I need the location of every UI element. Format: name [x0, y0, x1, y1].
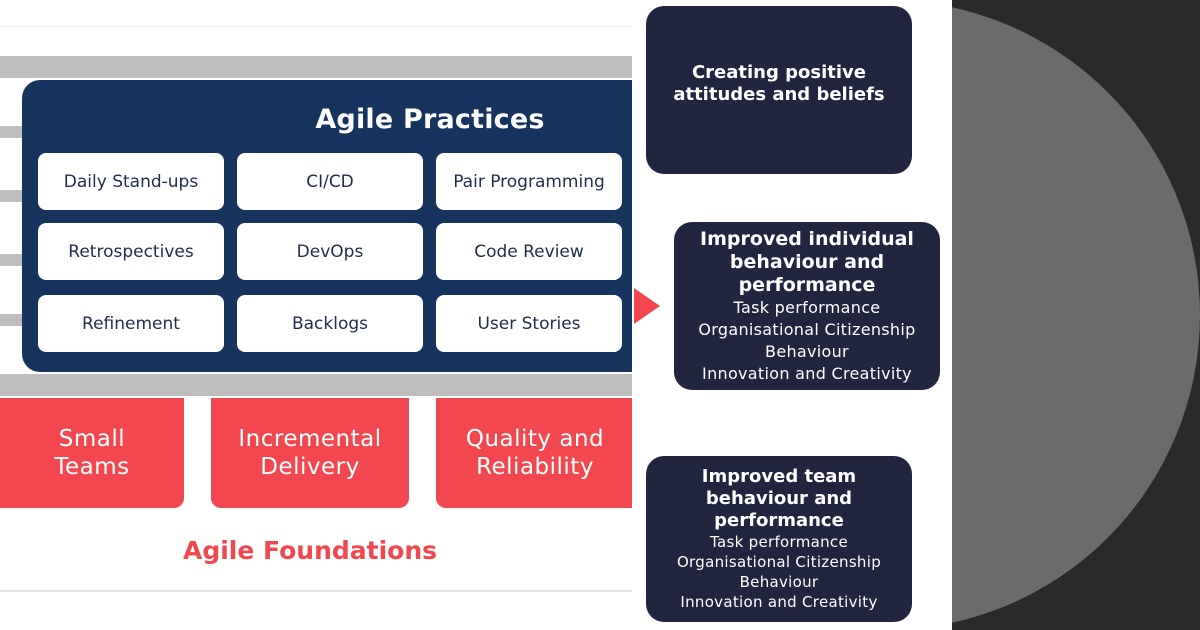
- foundation-quality-reliability: Quality and Reliability: [436, 398, 632, 508]
- outcome-item: Innovation and Creativity: [680, 593, 878, 611]
- outcome-title: Improved individual behaviour and perfor…: [700, 227, 914, 296]
- practice-ci-cd: CI/CD: [237, 153, 423, 210]
- practice-devops: DevOps: [237, 223, 423, 280]
- divider: [0, 26, 632, 27]
- outcome-item: Organisational Citizenship Behaviour: [676, 553, 882, 591]
- practice-pair-programming: Pair Programming: [436, 153, 622, 210]
- practice-user-stories: User Stories: [436, 295, 622, 352]
- backdrop-disc: [952, 0, 1200, 630]
- arrow-right-icon: [634, 288, 660, 324]
- practice-code-review: Code Review: [436, 223, 622, 280]
- practice-backlogs: Backlogs: [237, 295, 423, 352]
- practice-refinement: Refinement: [38, 295, 224, 352]
- outcome-positive-attitudes: Creating positive attitudes and beliefs: [646, 6, 912, 174]
- outcome-item: Task performance: [709, 533, 848, 551]
- foundation-incremental-delivery: Incremental Delivery: [211, 398, 409, 508]
- outcome-title: Creating positive attitudes and beliefs: [673, 62, 885, 105]
- practice-retrospectives: Retrospectives: [38, 223, 224, 280]
- agile-foundations-label: Agile Foundations: [182, 536, 438, 565]
- agile-diagram: Agile Practices Daily Stand-ups CI/CD Pa…: [0, 26, 632, 592]
- divider: [0, 590, 632, 592]
- agile-practices-title: Agile Practices: [315, 104, 545, 135]
- outcome-item: Organisational Citizenship Behaviour: [698, 319, 916, 361]
- outcome-team-performance: Improved team behaviour and performance …: [646, 456, 912, 622]
- outcome-item: Innovation and Creativity: [702, 363, 912, 383]
- outcome-item: Task performance: [733, 297, 881, 317]
- outcome-individual-performance: Improved individual behaviour and perfor…: [674, 222, 940, 390]
- backdrop: [952, 0, 1200, 630]
- foundation-small-teams: Small Teams: [0, 398, 184, 508]
- outcome-title: Improved team behaviour and performance: [701, 466, 857, 531]
- practice-daily-standups: Daily Stand-ups: [38, 153, 224, 210]
